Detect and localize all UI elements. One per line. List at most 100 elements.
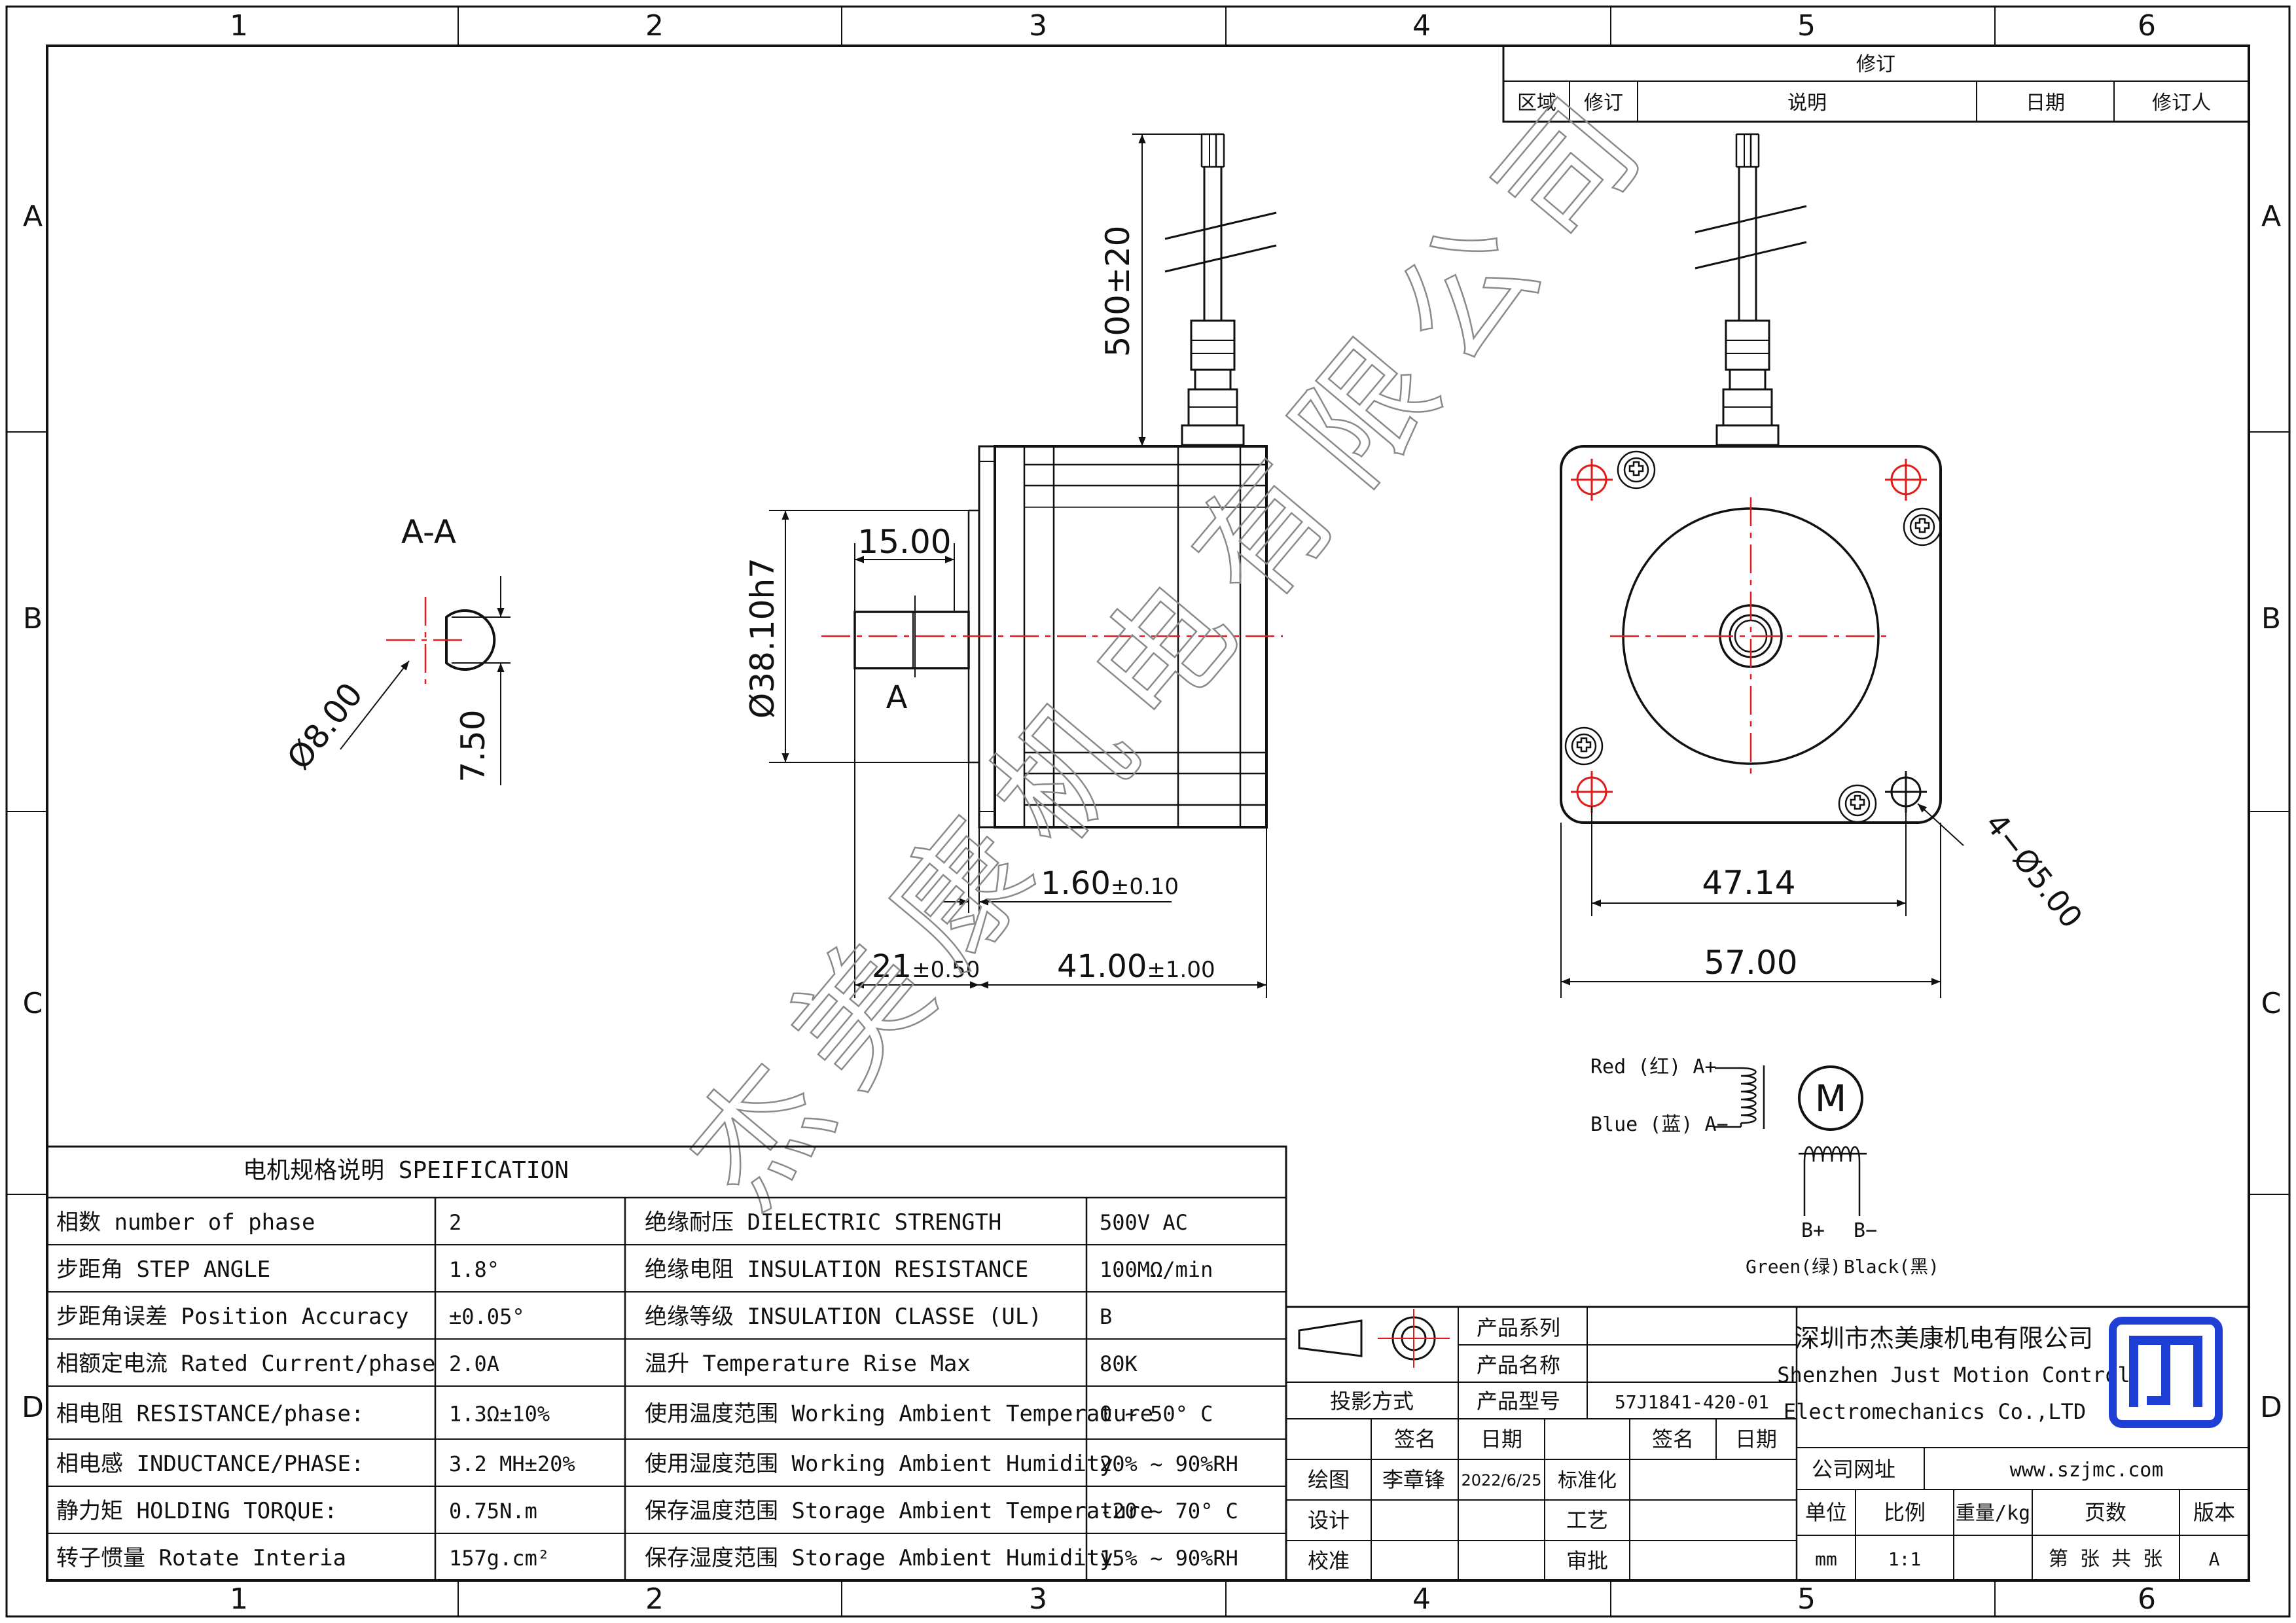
zone-row-a-left: A <box>23 200 43 233</box>
spec-param-name-2-2: 绝缘电阻 INSULATION RESISTANCE <box>645 1257 1028 1283</box>
zone-col-6-bottom: 6 <box>2138 1582 2156 1616</box>
spec-param-value-2-3: B <box>1100 1304 1112 1329</box>
spec-param-name-2-3: 绝缘等级 INSULATION CLASSE (UL) <box>645 1304 1042 1330</box>
product-model: 57J1841-420-01 <box>1615 1391 1769 1413</box>
zone-col-5-bottom: 5 <box>1797 1582 1816 1616</box>
pilot-height-tol: ±0.10 <box>1111 874 1179 900</box>
spec-param-value-2-8: 15% ~ 90%RH <box>1100 1546 1238 1571</box>
zone-col-6-top: 6 <box>2138 9 2156 43</box>
scale-value: 1:1 <box>1888 1548 1922 1570</box>
shaft-total-tol: ±0.50 <box>912 957 980 983</box>
title-block: 产品系列 产品名称 投影方式 产品型号 57J1841-420-01 签名 日期… <box>1285 1306 2250 1582</box>
zone-row-c-left: C <box>23 987 43 1020</box>
projection-cone-icon <box>1298 1319 1363 1357</box>
zone-col-3-top: 3 <box>1029 9 1047 43</box>
website-label: 公司网址 <box>1812 1457 1895 1482</box>
zone-row-b-right: B <box>2261 602 2281 635</box>
spec-param-name-2-4: 温升 Temperature Rise Max <box>645 1351 971 1377</box>
zone-row-a-right: A <box>2261 200 2281 233</box>
website: www.szjmc.com <box>2010 1459 2164 1482</box>
wire-b-minus-color: Black(黑) <box>1844 1256 1939 1277</box>
spec-param-value-2-6: 20% ~ 90%RH <box>1100 1452 1238 1476</box>
section-a-a: A-A 7.50 Ø8.00 <box>279 513 511 785</box>
zone-ticks <box>7 7 2289 1616</box>
spec-param-value-2-4: 80K <box>1100 1351 1138 1376</box>
body-length-dim: 41.00±1.00 <box>1057 948 1215 985</box>
product-model-label: 产品型号 <box>1477 1389 1560 1414</box>
spec-param-value-8: 157g.cm² <box>449 1546 550 1571</box>
motor-symbol <box>1798 1065 1863 1131</box>
unit-label: 单位 <box>1805 1500 1847 1525</box>
section-title: A-A <box>401 513 456 551</box>
spec-param-name-2-5: 使用温度范围 Working Ambient Temperature <box>645 1401 1153 1427</box>
pages-label: 页数 <box>2085 1500 2126 1525</box>
process-label: 工艺 <box>1566 1508 1608 1533</box>
spec-param-value-3: ±0.05° <box>449 1304 525 1329</box>
spec-param-name-2-1: 绝缘耐压 DIELECTRIC STRENGTH <box>645 1209 1001 1236</box>
zone-row-c-right: C <box>2261 987 2282 1020</box>
company-logo-icon <box>2109 1317 2223 1428</box>
spec-param-value-2-7: -20 ~ 70° C <box>1100 1499 1238 1524</box>
pilot-dia-dim: Ø38.10h7 <box>744 558 781 719</box>
wire-b-plus: B+ <box>1801 1219 1825 1242</box>
company-name-cn: 深圳市杰美康机电有限公司 <box>1795 1324 2093 1353</box>
logo-border <box>2109 1317 2223 1428</box>
spec-param-value-6: 3.2 MH±20% <box>449 1452 575 1476</box>
draw-label: 绘图 <box>1308 1467 1350 1492</box>
spec-param-name-7: 静力矩 HOLDING TORQUE: <box>56 1498 338 1524</box>
spec-param-name-6: 相电感 INDUCTANCE/PHASE: <box>56 1451 364 1477</box>
spec-param-name-5: 相电阻 RESISTANCE/phase: <box>56 1401 364 1427</box>
section-dia-dim: Ø8.00 <box>279 675 370 776</box>
scale-label: 比例 <box>1884 1500 1926 1525</box>
version-label: 版本 <box>2193 1500 2235 1525</box>
shaft-total-dim: 21±0.50 <box>872 948 980 985</box>
date-label: 日期 <box>1480 1427 1522 1452</box>
logo-j-shape <box>2147 1340 2170 1405</box>
company-name-en-2: Electromechanics Co.,LTD <box>1784 1399 2086 1424</box>
lead-length-dim: 500±20 <box>1099 226 1137 357</box>
body-length-value: 41.00 <box>1057 948 1147 985</box>
wire-b-plus-color: Green(绿) <box>1746 1256 1841 1277</box>
section-mark: A <box>886 679 908 716</box>
sign-label: 签名 <box>1394 1427 1436 1452</box>
watermark: 杰美康机电有限公司 <box>660 53 1685 1234</box>
bolt-spacing-dim: 47.14 <box>1702 864 1795 902</box>
front-view: 47.14 57.00 4−Ø5.00 <box>1560 133 2090 998</box>
zone-col-4-top: 4 <box>1412 9 1431 43</box>
product-name-label: 产品名称 <box>1477 1353 1560 1378</box>
coil-a <box>1740 1065 1765 1129</box>
version-value: A <box>2209 1548 2220 1570</box>
approve-label: 审批 <box>1566 1548 1608 1573</box>
zone-labels: 1 2 3 4 5 6 1 2 3 4 5 6 A B C D A B C D <box>22 9 2282 1616</box>
product-series-label: 产品系列 <box>1477 1315 1560 1340</box>
spec-param-value-2-5: 0 ~ 50° C <box>1100 1402 1213 1427</box>
revision-header-area: 区域 <box>1517 92 1556 115</box>
zone-col-1-top: 1 <box>230 9 248 43</box>
revision-block: 修订 区域 修订 说明 日期 修订人 <box>1502 45 2250 123</box>
draw-date: 2022/6/25 <box>1461 1471 1541 1489</box>
spec-param-name-2-7: 保存温度范围 Storage Ambient Temperature <box>645 1498 1153 1524</box>
spec-param-value-2-2: 100MΩ/min <box>1100 1257 1213 1282</box>
spec-table: 电机规格说明 SPEIFICATION <box>46 1145 1287 1582</box>
revision-header-desc: 说明 <box>1787 92 1827 115</box>
wire-b-minus: B− <box>1854 1219 1877 1242</box>
company-name-en-1: Shenzhen Just Motion Control <box>1777 1363 2130 1387</box>
holes-callout: 4−Ø5.00 <box>1979 806 2090 935</box>
spec-param-name-3: 步距角误差 Position Accuracy <box>56 1304 408 1330</box>
zone-col-5-top: 5 <box>1797 9 1816 43</box>
revision-title: 修订 <box>1856 53 1895 76</box>
pilot-height-value: 1.60 <box>1041 865 1111 902</box>
body-length-tol: ±1.00 <box>1147 957 1215 983</box>
unit-value: mm <box>1815 1548 1837 1570</box>
spec-param-name-1: 相数 number of phase <box>56 1209 315 1236</box>
section-flat-dim: 7.50 <box>454 709 492 782</box>
spec-param-name-2: 步距角 STEP ANGLE <box>56 1257 270 1283</box>
zone-row-d-left: D <box>22 1391 44 1424</box>
revision-header-reviser: 修订人 <box>2152 92 2211 115</box>
zone-col-4-bottom: 4 <box>1412 1582 1431 1616</box>
shaft-total-value: 21 <box>872 948 912 985</box>
spec-param-value-7: 0.75N.m <box>449 1499 537 1524</box>
spec-param-value-2-1: 500V AC <box>1100 1210 1188 1235</box>
pilot-height-dim: 1.60±0.10 <box>1041 865 1179 902</box>
